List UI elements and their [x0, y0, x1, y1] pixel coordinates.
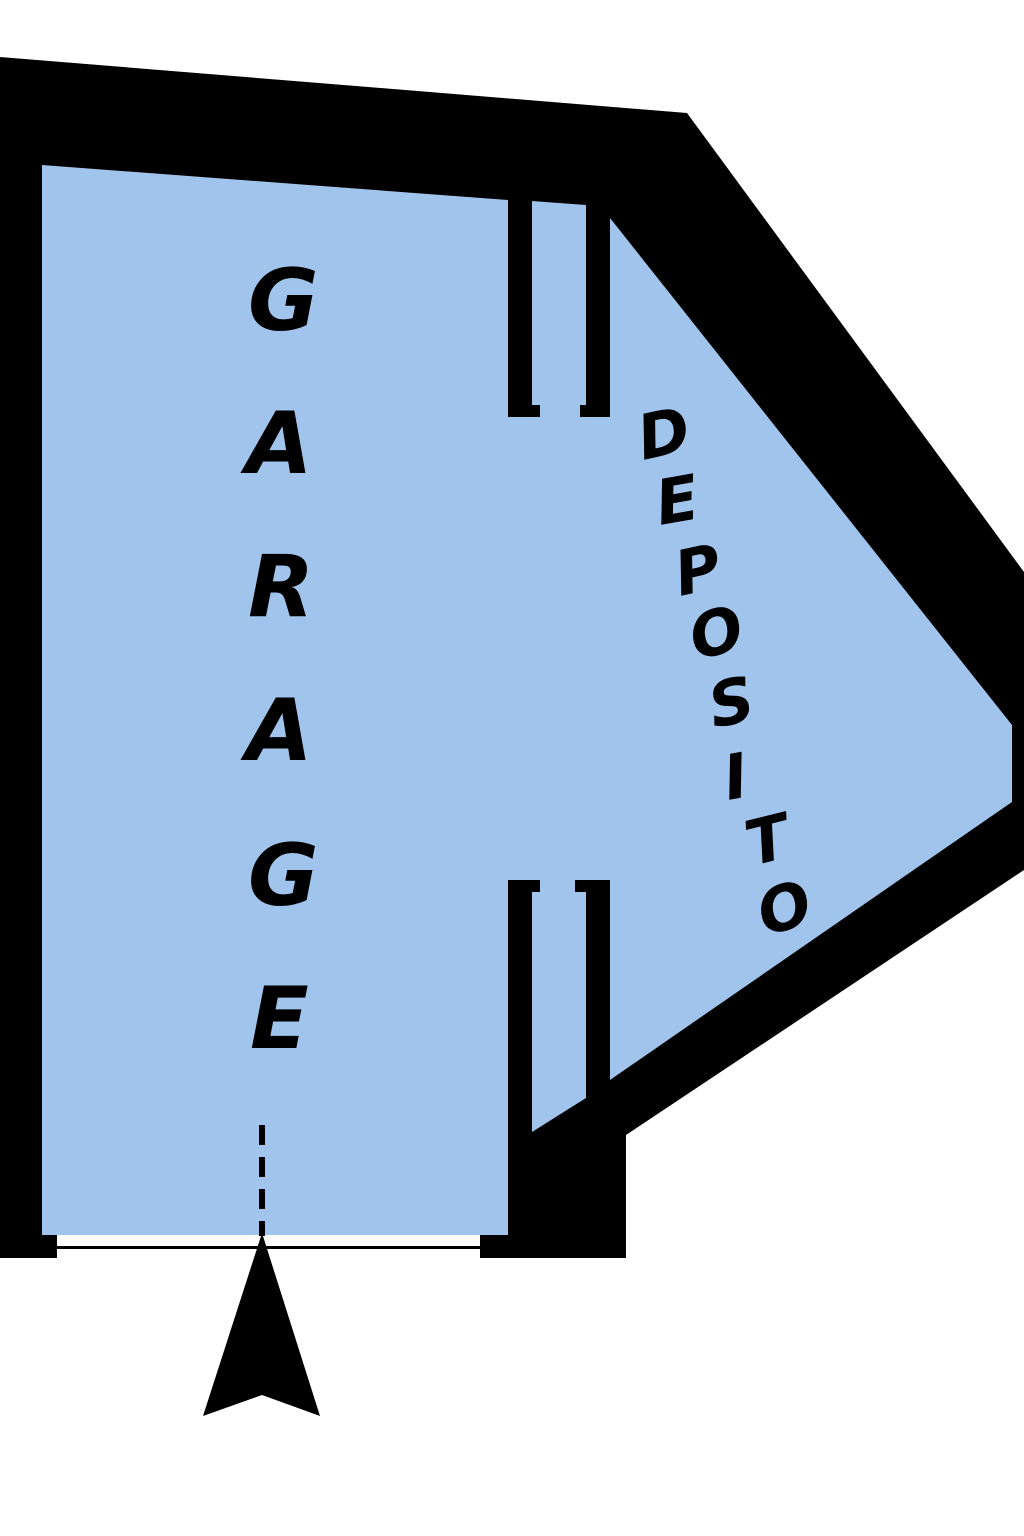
garage-letter: A — [240, 394, 313, 494]
garage-letter: A — [240, 681, 313, 781]
garage-letter: R — [248, 537, 314, 637]
door-jamb — [508, 880, 540, 892]
garage-label: G A R A G E — [240, 251, 319, 1069]
arrow-up-icon — [203, 1233, 320, 1416]
garage-door-line — [57, 1246, 480, 1249]
doorway-opening — [508, 417, 610, 880]
door-jamb — [508, 405, 540, 417]
garage-letter: G — [248, 251, 319, 351]
door-jamb — [580, 405, 610, 417]
door-jamb — [575, 880, 610, 892]
garage-letter: E — [250, 969, 309, 1069]
garage-room — [42, 165, 508, 1235]
garage-letter: G — [248, 826, 319, 926]
deposito-room — [610, 218, 1012, 1080]
